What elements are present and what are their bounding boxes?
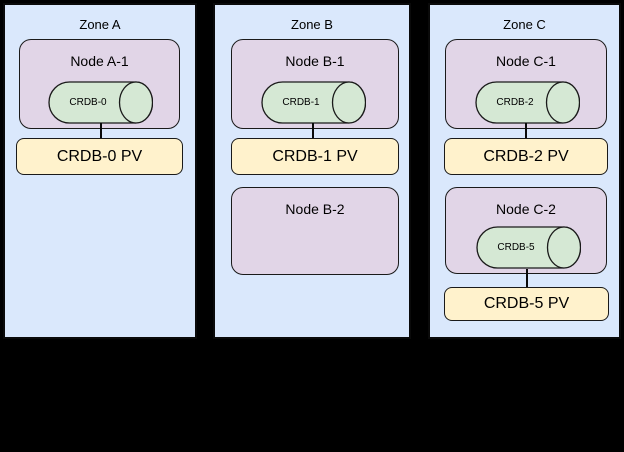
db-label: CRDB-1 — [282, 97, 320, 108]
db-label: CRDB-2 — [496, 97, 534, 108]
connector-line — [525, 123, 527, 138]
pv-box: CRDB-2 PV — [444, 138, 608, 175]
db-cylinder-icon — [476, 226, 581, 269]
db-cylinder-icon — [475, 81, 580, 124]
db-cylinder-icon — [261, 81, 366, 124]
db-cylinder: CRDB-1 — [261, 81, 366, 124]
zone-title: Zone A — [79, 17, 121, 32]
zone-c: Zone C Node C-1 CRDB-2 CRDB-2 PV Node C-… — [428, 3, 621, 339]
db-cylinder-icon — [48, 81, 153, 124]
db-label: CRDB-0 — [69, 97, 107, 108]
db-label: CRDB-5 — [497, 242, 535, 253]
connector-line — [526, 269, 528, 287]
connector-line — [100, 123, 102, 138]
db-cylinder: CRDB-2 — [475, 81, 580, 124]
node-c1: Node C-1 CRDB-2 — [445, 39, 607, 129]
node-title: Node B-1 — [285, 53, 345, 69]
node-title: Node C-2 — [496, 201, 556, 217]
pv-box: CRDB-5 PV — [444, 287, 609, 321]
connector-line — [312, 123, 314, 138]
zone-title: Zone C — [503, 17, 546, 32]
node-title: Node C-1 — [496, 53, 556, 69]
db-cylinder: CRDB-0 — [48, 81, 153, 124]
node-b2: Node B-2 — [231, 187, 399, 275]
zone-b: Zone B Node B-1 CRDB-1 CRDB-1 PV Node B-… — [213, 3, 411, 339]
node-title: Node A-1 — [70, 53, 129, 69]
pv-box: CRDB-0 PV — [16, 138, 183, 175]
node-a1: Node A-1 CRDB-0 — [19, 39, 180, 129]
node-b1: Node B-1 CRDB-1 — [231, 39, 399, 129]
pv-box: CRDB-1 PV — [231, 138, 399, 175]
zone-title: Zone B — [291, 17, 333, 32]
zone-a: Zone A Node A-1 CRDB-0 CRDB-0 PV — [3, 3, 197, 339]
db-cylinder: CRDB-5 — [476, 226, 581, 269]
node-title: Node B-2 — [285, 201, 345, 217]
node-c2: Node C-2 CRDB-5 — [445, 187, 607, 274]
